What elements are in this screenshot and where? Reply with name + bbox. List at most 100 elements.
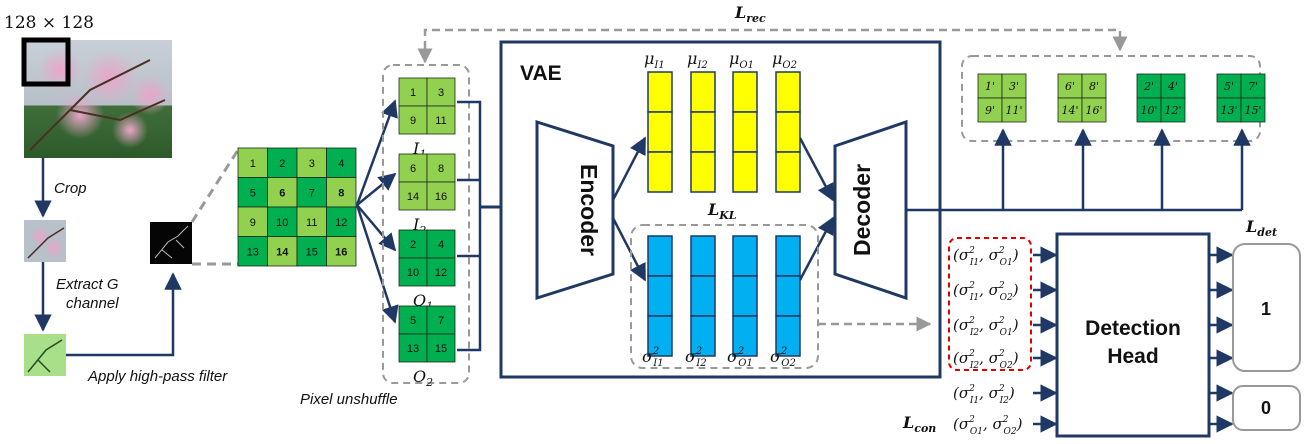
subgrid-cell-value: 3	[438, 87, 444, 99]
subgrid-cell-value: 10	[407, 267, 419, 279]
grid-cell-value: 9	[250, 217, 256, 229]
detection-head-label-1: Detection	[1085, 317, 1181, 340]
grid-cell-value: 15	[306, 246, 318, 258]
recon-cell	[1240, 97, 1266, 123]
sigma-cell	[775, 275, 801, 317]
recon-cell-value: 11'	[1005, 104, 1022, 117]
subgrid-cell-value: 1	[410, 87, 416, 99]
unshuffle-label: Pixel unshuffle	[300, 391, 398, 408]
mu-cell	[647, 71, 673, 113]
grid-cell-value: 11	[306, 217, 317, 229]
unshuffled-subgrids: 13911I1681416I2241012O1571315O2	[398, 77, 456, 389]
subgrid-cell-value: 4	[438, 239, 444, 251]
green-channel-patch	[24, 334, 66, 376]
subgrid-cell	[426, 257, 456, 287]
decoder-label: Decoder	[849, 164, 875, 256]
subgrid-cell	[426, 333, 456, 363]
grid-cell	[326, 236, 357, 267]
sigma-cell	[690, 235, 716, 277]
grid-cell	[296, 177, 327, 208]
grid-cell	[326, 206, 357, 237]
crop-label: Crop	[54, 180, 87, 197]
output-positive: 1	[1261, 299, 1271, 319]
subgrid-label: O2	[413, 367, 433, 389]
output-positive-box	[1232, 243, 1301, 372]
mu-cell	[647, 111, 673, 153]
subgrid-cell-value: 14	[407, 191, 419, 203]
sigma-cell	[690, 315, 716, 357]
sigma-cell	[647, 275, 673, 317]
grid-cell-value: 8	[338, 187, 344, 199]
output-negative-box	[1232, 385, 1301, 431]
subgrid-cell	[398, 153, 428, 183]
grid-cell-value: 1	[250, 158, 256, 170]
recon-cell-value: 4'	[1167, 80, 1178, 93]
recon-cell-value: 2'	[1143, 80, 1154, 93]
grid-cell-value: 5	[250, 187, 256, 199]
recon-cell	[977, 73, 1003, 99]
grid-cell-value: 3	[309, 158, 315, 170]
recon-cell-value: 6'	[1065, 80, 1075, 93]
recon-cell	[1160, 73, 1186, 99]
selected-pairs-red-box	[948, 237, 1032, 371]
mu-cell	[690, 71, 716, 113]
subgrid-cell	[426, 153, 456, 183]
recon-cell	[1001, 73, 1027, 99]
recon-cell	[1216, 73, 1242, 99]
subgrid-cell	[398, 181, 428, 211]
decoder-block	[833, 119, 908, 301]
grid-cell	[267, 147, 298, 178]
grid-cell	[296, 236, 327, 267]
sigma-cell	[775, 235, 801, 277]
grid-cell-value: 6	[279, 187, 285, 199]
subgrid-cell	[398, 77, 428, 107]
subgrid-cell-value: 5	[410, 315, 416, 327]
sigma-cell	[690, 275, 716, 317]
cropped-patch	[24, 220, 66, 262]
recon-cell	[1081, 97, 1107, 123]
subgrid-cell	[426, 77, 456, 107]
subgrid-cell	[426, 305, 456, 335]
mu-cell	[775, 111, 801, 153]
highpass-label: Apply high-pass filter	[87, 368, 228, 385]
detection-head-label-2: Head	[1107, 345, 1158, 368]
subgrid-cell	[426, 181, 456, 211]
svg-text:Ldet: Ldet	[1245, 217, 1277, 239]
source-photo	[21, 37, 172, 158]
subgrid-cell	[426, 105, 456, 135]
grid-cell	[326, 147, 357, 178]
grid-cell	[296, 147, 327, 178]
subgrid-cell-value: 12	[435, 267, 447, 279]
subgrid-cell	[398, 333, 428, 363]
sigma-cell	[647, 315, 673, 357]
subgrid-cell-value: 13	[407, 343, 419, 355]
mu-cell	[732, 111, 758, 153]
kl-loss-label: LKL	[707, 200, 737, 222]
recon-cell-value: 13'	[1220, 104, 1237, 117]
sigma-cell	[732, 275, 758, 317]
image-size-label: 128 × 128	[4, 13, 94, 33]
recon-cell	[1001, 97, 1027, 123]
recon-cell-value: 5'	[1224, 80, 1234, 93]
recon-cell-value: 12'	[1164, 104, 1181, 117]
grid-cell-value: 16	[335, 246, 347, 258]
svg-text:Lcon: Lcon	[902, 413, 936, 435]
det-loss-label: Ldet	[1245, 217, 1277, 239]
detection-head-box	[1055, 232, 1211, 438]
subgrid-cell-value: 9	[410, 115, 416, 127]
recon-cell-value: 15'	[1244, 104, 1261, 117]
subgrid-cell-value: 2	[410, 239, 416, 251]
recon-cell-value: 3'	[1009, 80, 1019, 93]
subgrid-cell-value: 15	[435, 343, 447, 355]
subgrid-cell-value: 16	[435, 191, 447, 203]
